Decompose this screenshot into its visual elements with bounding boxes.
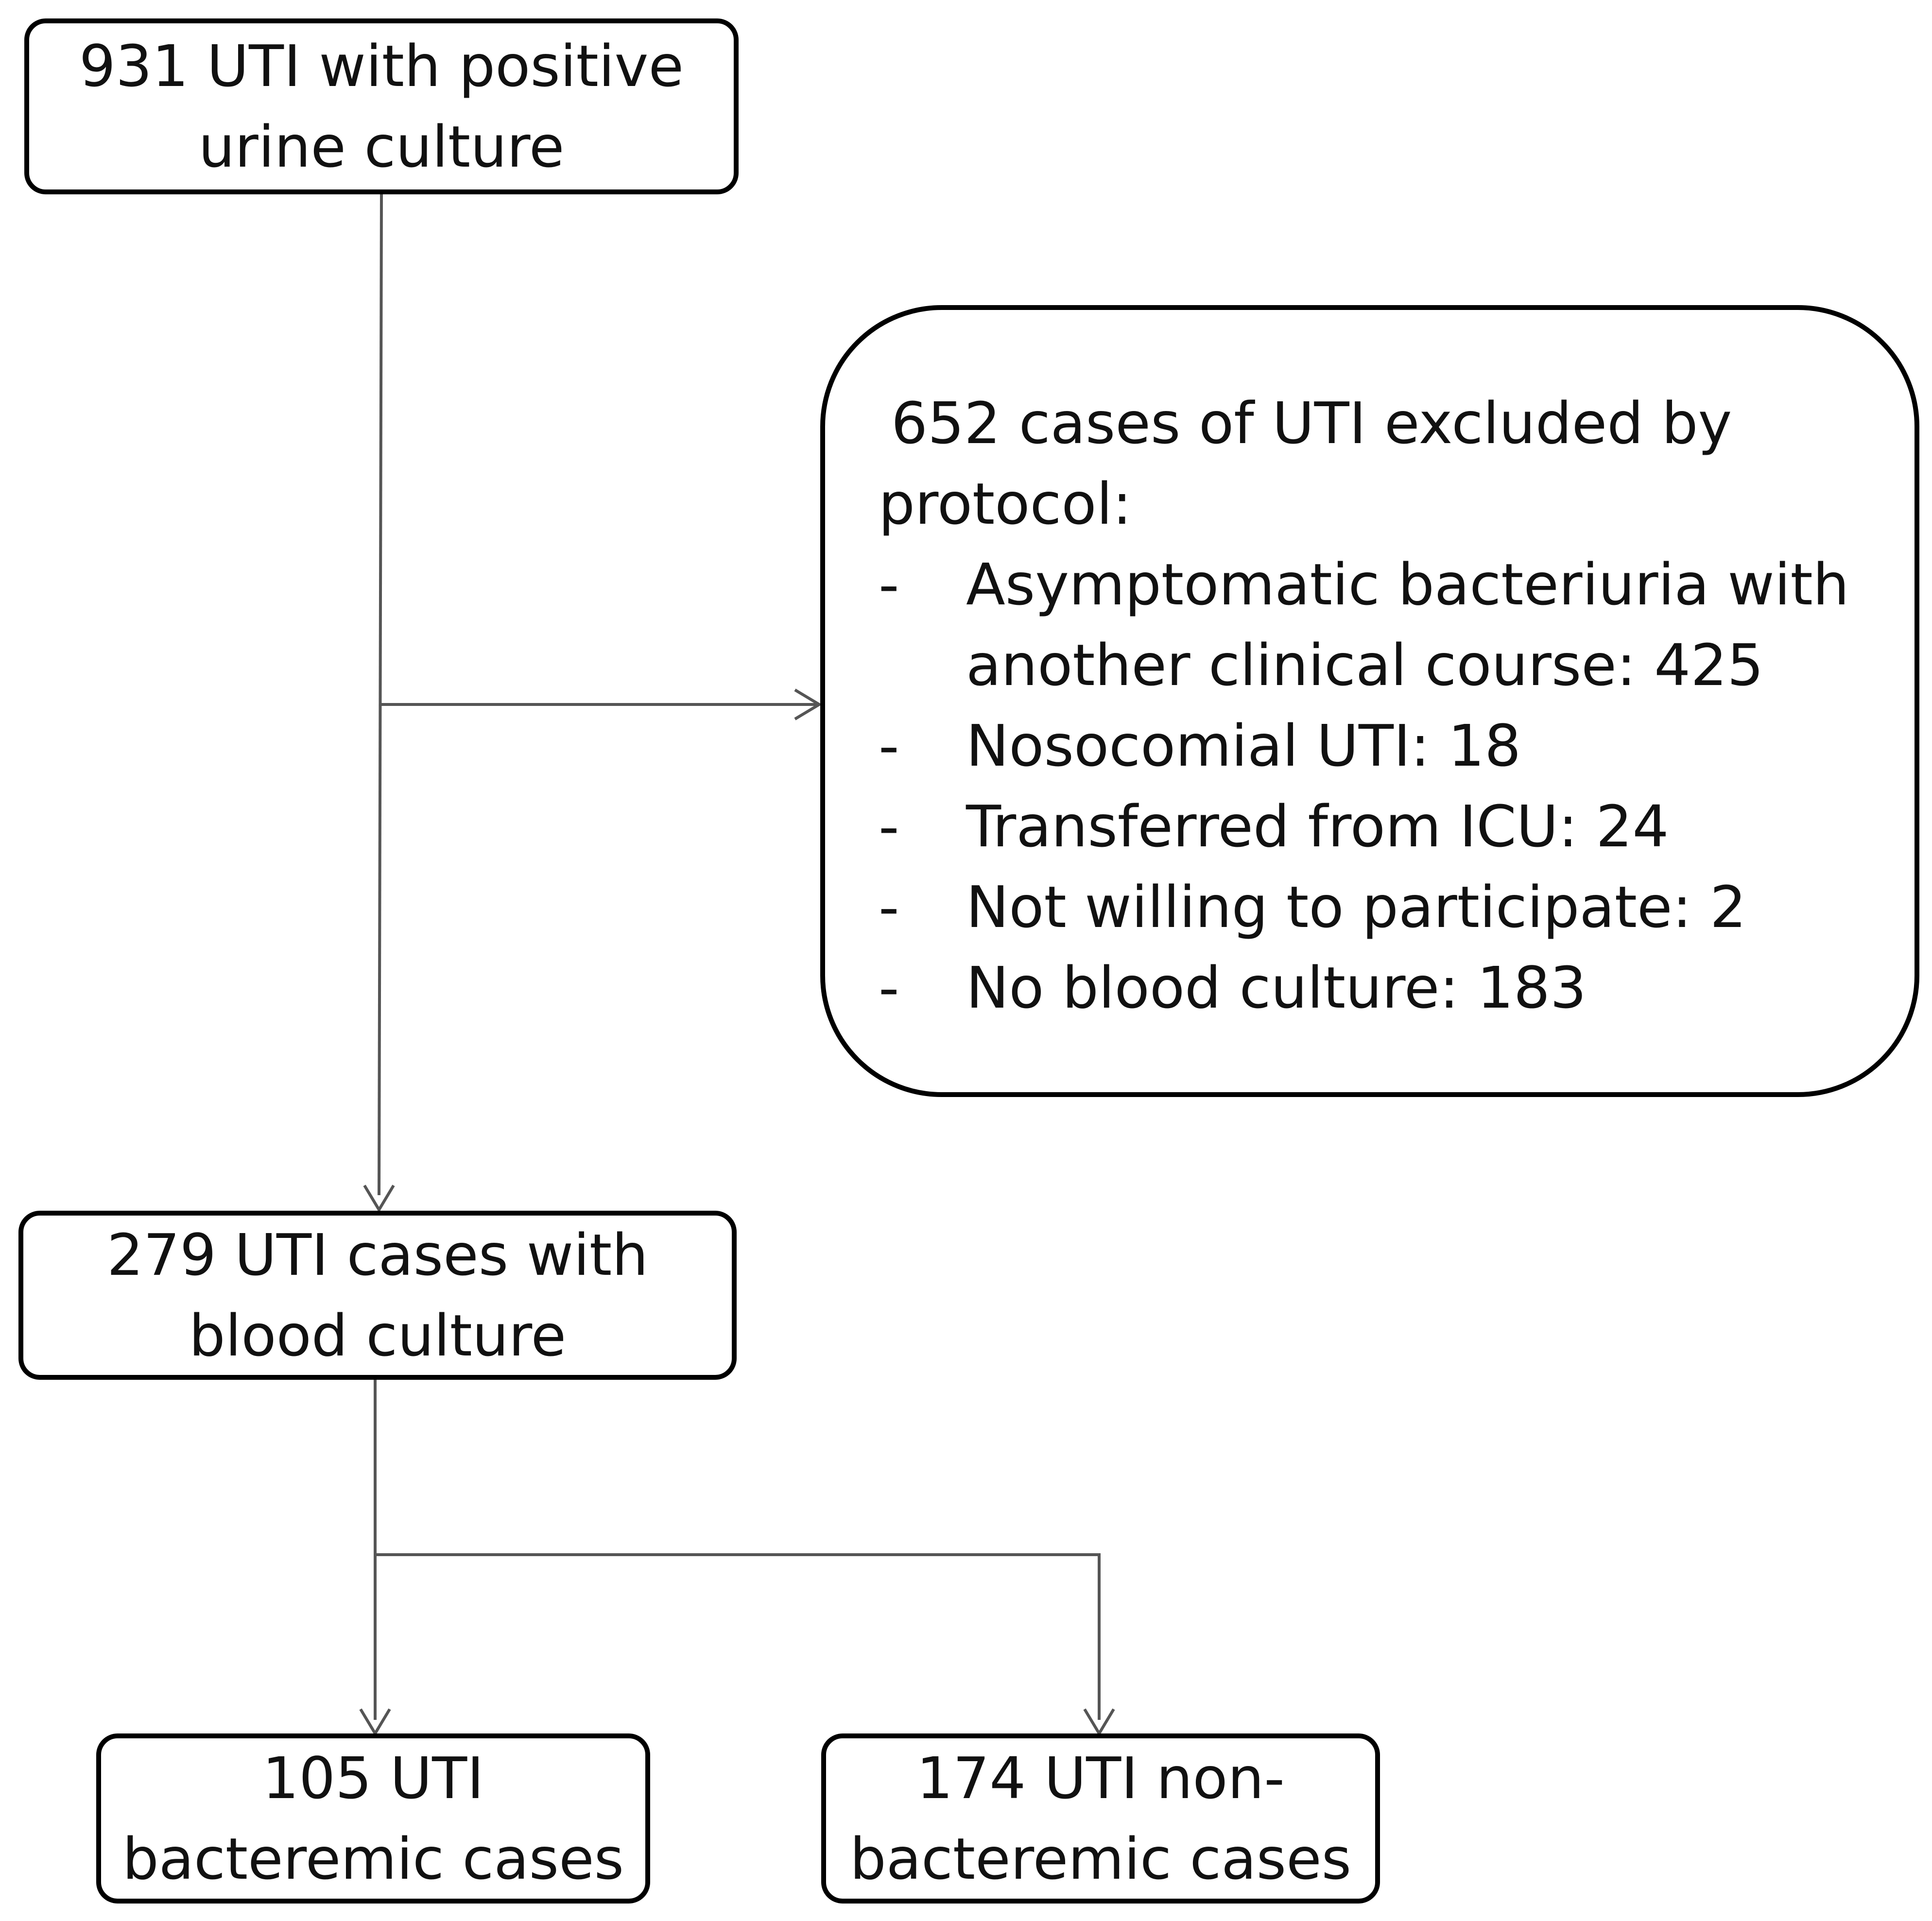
excluded-heading-line: 652 cases of UTI excluded by	[891, 390, 1732, 457]
non-bacteremic-box-line: bacteremic cases	[849, 1825, 1352, 1892]
start-box-line: 931 UTI with positive	[79, 33, 684, 100]
list-bullet: -	[879, 712, 899, 779]
list-bullet: -	[879, 551, 899, 618]
exclusion-item-line: Asymptomatic bacteriuria with	[966, 551, 1849, 618]
exclusion-item: - Nosocomial UTI: 18	[879, 705, 1895, 786]
non-bacteremic-box: 174 UTI non- bacteremic cases	[821, 1733, 1380, 1904]
excluded-heading: 652 cases of UTI excluded by protocol:	[879, 383, 1895, 544]
exclusion-item-line: Transferred from ICU: 24	[966, 793, 1669, 860]
bacteremic-box: 105 UTI bacteremic cases	[96, 1733, 650, 1904]
exclusion-list: - Asymptomatic bacteriuria with another …	[879, 544, 1895, 1028]
blood-culture-box: 279 UTI cases with blood culture	[18, 1211, 737, 1380]
arrowhead-excluded	[794, 688, 822, 720]
exclusion-item: - Not willing to participate: 2	[879, 867, 1895, 947]
exclusion-item-line: another clinical course: 425	[966, 632, 1764, 699]
non-bacteremic-box-line: 174 UTI non-	[916, 1745, 1285, 1812]
exclusion-item: - Transferred from ICU: 24	[879, 786, 1895, 867]
list-bullet: -	[879, 954, 899, 1021]
arrowhead-blood	[363, 1184, 395, 1213]
exclusion-item: - No blood culture: 183	[879, 947, 1895, 1028]
exclusion-item-line: Not willing to participate: 2	[966, 874, 1746, 941]
excluded-heading-line: protocol:	[879, 470, 1132, 537]
exclusion-item: - Asymptomatic bacteriuria with another …	[879, 544, 1895, 705]
exclusion-item-line: No blood culture: 183	[966, 954, 1587, 1021]
blood-culture-box-line: blood culture	[189, 1302, 567, 1369]
exclusion-item-line: Nosocomial UTI: 18	[966, 712, 1521, 779]
excluded-box: 652 cases of UTI excluded by protocol: -…	[820, 305, 1919, 1097]
list-bullet: -	[879, 874, 899, 941]
start-box: 931 UTI with positive urine culture	[24, 18, 739, 194]
list-bullet: -	[879, 793, 899, 860]
connector-start-to-blood	[378, 194, 383, 1196]
bacteremic-box-line: bacteremic cases	[122, 1825, 624, 1892]
connector-branch-non-bacteremic	[375, 1553, 1101, 1720]
blood-culture-box-line: 279 UTI cases with	[106, 1221, 649, 1288]
bacteremic-box-line: 105 UTI	[262, 1745, 484, 1812]
start-box-line: urine culture	[198, 113, 565, 180]
